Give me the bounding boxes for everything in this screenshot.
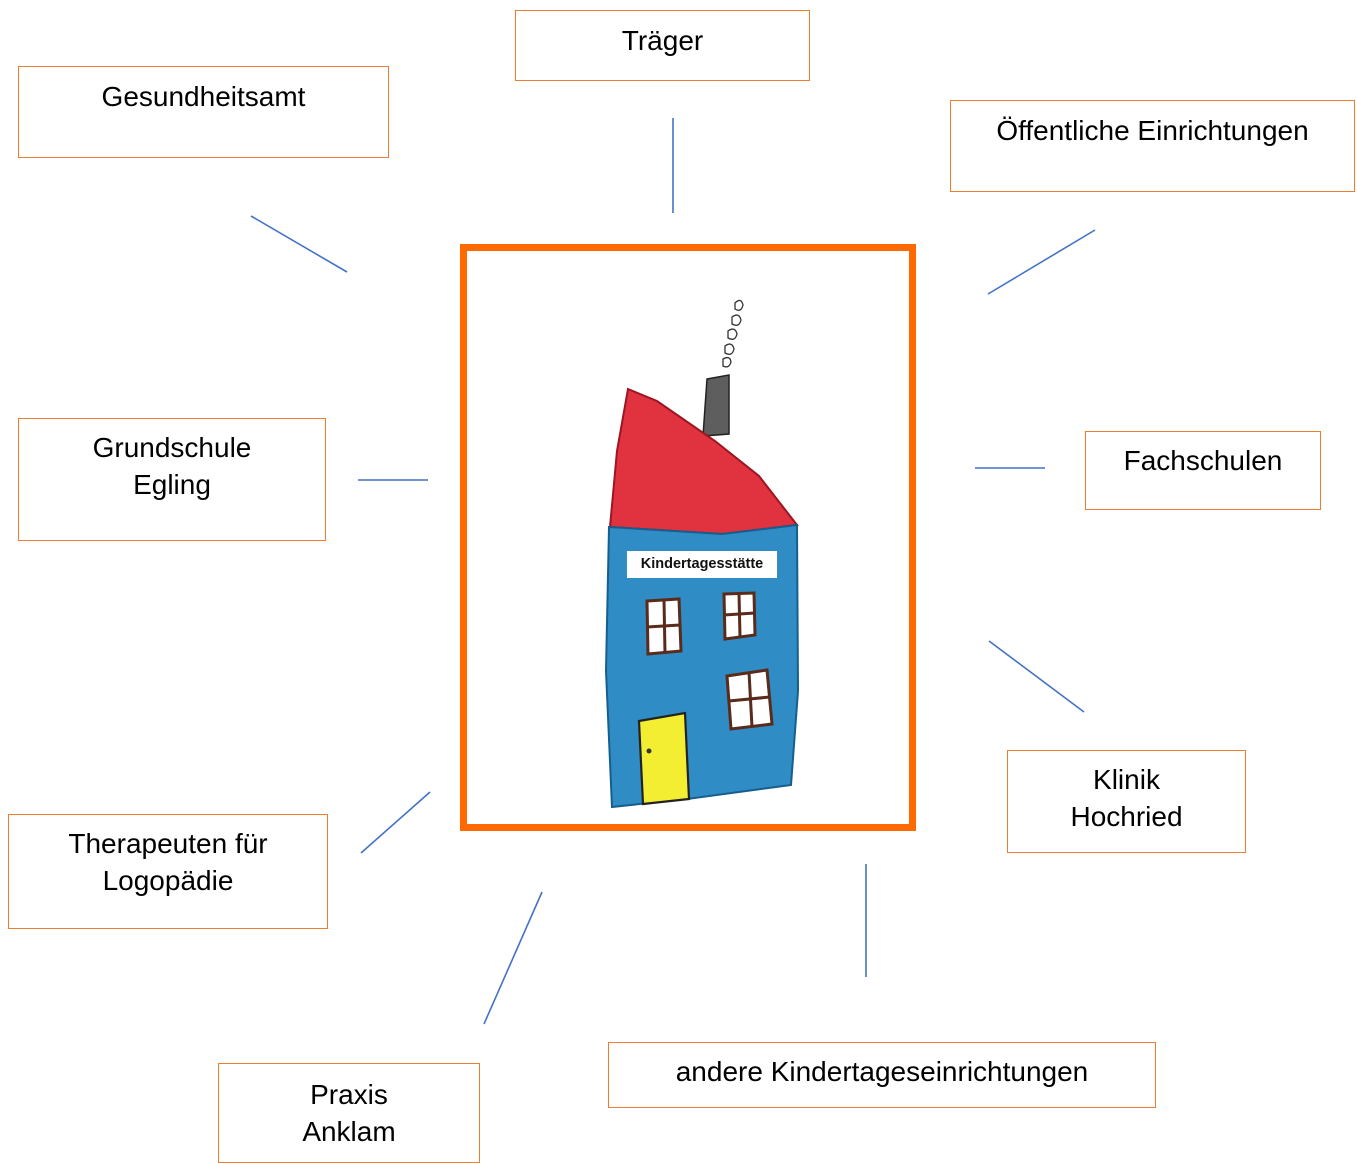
node-praxis: Praxis Anklam bbox=[218, 1063, 480, 1163]
node-praxis-line-2: Anklam bbox=[302, 1116, 396, 1147]
node-therapeuten-line-1: Therapeuten für bbox=[68, 828, 268, 859]
connector-klinik bbox=[988, 640, 1085, 713]
node-traeger-line-1: Träger bbox=[621, 25, 704, 56]
connector-gesundheitsamt bbox=[250, 215, 348, 273]
node-grundschule: Grundschule Egling bbox=[18, 418, 326, 541]
node-klinik: Klinik Hochried bbox=[1007, 750, 1246, 853]
node-oeffentliche-einrichtungen: Öffentliche Einrichtungen bbox=[950, 100, 1355, 192]
node-kitas-line-1: andere Kindertageseinrichtungen bbox=[675, 1056, 1089, 1087]
node-therapeuten-line-2: Logopädie bbox=[102, 865, 234, 896]
node-praxis-line-1: Praxis bbox=[310, 1079, 388, 1110]
node-grundschule-line-1: Grundschule bbox=[92, 432, 252, 463]
node-therapeuten: Therapeuten für Logopädie bbox=[8, 814, 328, 929]
node-fachschulen-line-1: Fachschulen bbox=[1123, 445, 1283, 476]
node-andere-kitas: andere Kindertageseinrichtungen bbox=[608, 1042, 1156, 1108]
node-grundschule-line-2: Egling bbox=[133, 469, 211, 500]
center-kita-frame: Kindertagesstätte bbox=[460, 244, 916, 831]
node-fachschulen: Fachschulen bbox=[1085, 431, 1321, 510]
chimney-icon bbox=[702, 374, 730, 437]
child-drawing-house-icon bbox=[604, 299, 800, 809]
door-icon bbox=[637, 711, 691, 806]
connector-praxis bbox=[483, 891, 543, 1025]
node-klinik-line-1: Klinik bbox=[1093, 764, 1160, 795]
node-gesundheitsamt-line-1: Gesundheitsamt bbox=[101, 81, 306, 112]
kita-label: Kindertagesstätte bbox=[627, 551, 777, 578]
node-gesundheitsamt: Gesundheitsamt bbox=[18, 66, 389, 158]
connector-oeffentliche bbox=[987, 229, 1096, 295]
connector-therapeuten bbox=[360, 791, 431, 854]
window-icons bbox=[645, 591, 774, 731]
node-oeffentliche-line-1: Öffentliche Einrichtungen bbox=[996, 115, 1309, 146]
roof-icon bbox=[608, 387, 799, 536]
smoke-icon bbox=[722, 299, 744, 368]
node-traeger: Träger bbox=[515, 10, 810, 81]
node-klinik-line-2: Hochried bbox=[1070, 801, 1183, 832]
